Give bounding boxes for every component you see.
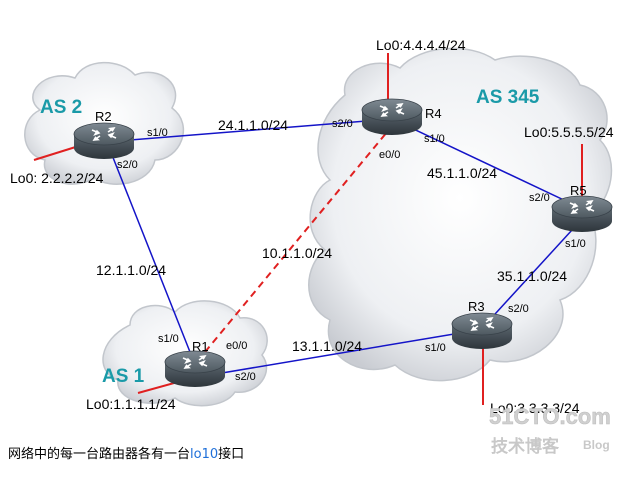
caption-highlight: lo10 — [190, 447, 219, 462]
as-label-as1: AS 1 — [102, 366, 145, 387]
diagram-caption: 网络中的每一台路由器各有一台lo10接口 — [8, 443, 244, 462]
port-r3-s1-0: s1/0 — [425, 342, 446, 354]
caption-prefix: 网络中的每一台路由器各有一台 — [8, 447, 191, 462]
router-icon-r5[interactable] — [551, 195, 613, 233]
loopback-label-r1: Lo0:1.1.1.1/24 — [86, 396, 176, 412]
port-r3-s2-0: s2/0 — [508, 303, 529, 315]
router-icon-r2[interactable] — [73, 122, 135, 160]
link-r4-r5 — [404, 124, 586, 211]
port-r2-s2-0: s2/0 — [117, 159, 138, 171]
router-name-r4: R4 — [425, 106, 442, 121]
links — [104, 118, 586, 376]
watermark-blog: Blog — [583, 438, 610, 452]
port-r1-s1-0: s1/0 — [158, 333, 179, 345]
link-r1-r3 — [209, 329, 479, 376]
router-name-r1: R1 — [192, 339, 209, 354]
watermark-sub: 技术博客 — [491, 436, 560, 456]
link-r2-r4 — [104, 118, 393, 143]
as-label-as345: AS 345 — [476, 87, 540, 108]
router-name-r3: R3 — [468, 299, 485, 314]
network-label-r2-r4: 24.1.1.0/24 — [218, 117, 288, 133]
port-r1-s2-0: s2/0 — [235, 371, 256, 383]
link-r2-r1 — [111, 154, 191, 353]
loopback-label-r2: Lo0: 2.2.2.2/24 — [10, 170, 104, 186]
loopback-stubs — [33, 53, 583, 405]
network-label-r4-r5: 45.1.1.0/24 — [427, 165, 497, 181]
network-label-r1-r4: 10.1.1.0/24 — [262, 245, 332, 261]
port-r5-s1-0: s1/0 — [565, 238, 586, 250]
caption-suffix: 接口 — [218, 447, 245, 462]
link-r3-r5 — [484, 217, 584, 326]
watermark-site: 51CTO.com — [489, 404, 611, 429]
port-r1-e0-0: e0/0 — [226, 340, 247, 352]
port-r4-s2-0: s2/0 — [332, 118, 353, 130]
network-label-r3-r5: 35.1.1.0/24 — [497, 268, 567, 284]
port-r4-s1-0: s1/0 — [424, 133, 445, 145]
loopback-label-r5: Lo0:5.5.5.5/24 — [524, 124, 614, 140]
network-label-r1-r3: 13.1.1.0/24 — [292, 338, 362, 354]
loopback-label-r3: Lo0:3.3.3.3/24 — [490, 400, 580, 416]
watermark-logo: 51CTO.com 技术博客 Blog — [489, 404, 611, 456]
link-r1-r4 — [204, 125, 393, 353]
as-label-as2: AS 2 — [40, 97, 82, 118]
router-icon-r1[interactable] — [164, 350, 226, 388]
router-name-r5: R5 — [570, 183, 587, 198]
loopback-label-r4: Lo0:4.4.4.4/24 — [376, 37, 466, 53]
router-name-r2: R2 — [95, 109, 112, 124]
router-icon-r4[interactable] — [361, 98, 423, 136]
port-r4-e0-0: e0/0 — [379, 149, 400, 161]
network-label-r2-r1: 12.1.1.0/24 — [96, 262, 166, 278]
router-icon-r3[interactable] — [451, 312, 513, 350]
port-r5-s2-0: s2/0 — [529, 192, 550, 204]
port-r2-s1-0: s1/0 — [147, 127, 168, 139]
